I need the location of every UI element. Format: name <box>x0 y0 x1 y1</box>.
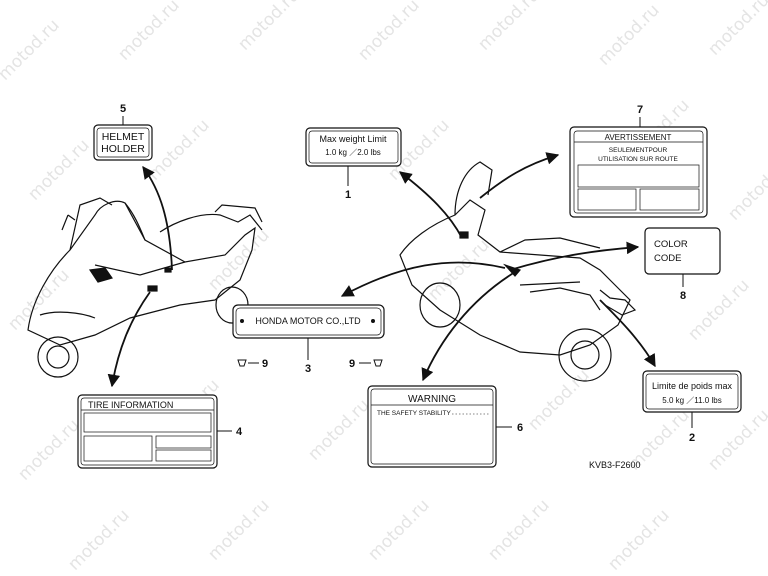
max-weight-limit-label[interactable]: Max weight Limit 1.0 kg ／2.0 lbs <box>305 127 402 167</box>
screw-left <box>237 359 247 367</box>
arrow-honda-plate <box>340 261 506 297</box>
arrow-color-code <box>509 241 640 271</box>
limite-title: Limite de poids max <box>652 381 733 391</box>
helmet-holder-label[interactable]: HELMET HOLDER <box>93 124 153 161</box>
honda-plate-text: HONDA MOTOR CO.,LTD <box>255 316 361 326</box>
limite-values: 5.0 kg ／11.0 lbs <box>662 396 721 405</box>
avertissement-title: AVERTISSEMENT <box>605 133 672 142</box>
callout-6: 6 <box>517 422 523 434</box>
callout-9-right: 9 <box>349 358 355 370</box>
max-weight-title: Max weight Limit <box>319 134 387 144</box>
screw-right <box>373 359 383 367</box>
arrow-limite-poids <box>599 299 656 368</box>
avertissement-line2: UTILISATION SUR ROUTE <box>598 156 678 163</box>
limite-de-poids-label[interactable]: Limite de poids max 5.0 kg ／11.0 lbs <box>642 370 742 413</box>
callout-7: 7 <box>637 104 643 116</box>
color-code-line2: CODE <box>654 253 681 264</box>
color-code-label[interactable]: COLOR CODE <box>644 227 721 275</box>
callout-5: 5 <box>120 103 126 115</box>
warning-label[interactable]: WARNING THE SAFETY STABILITY <box>367 385 497 468</box>
arrow-max-weight <box>399 171 463 239</box>
warning-line1: THE SAFETY STABILITY <box>377 410 451 417</box>
callout-leaders <box>122 116 693 432</box>
helmet-holder-line2: HOLDER <box>101 143 145 155</box>
warning-title: WARNING <box>408 394 456 405</box>
tire-information-label[interactable]: TIRE INFORMATION <box>77 394 218 469</box>
callout-4: 4 <box>236 426 243 438</box>
callout-9-left: 9 <box>262 358 268 370</box>
diagram-code: KVB3-F2600 <box>589 460 641 470</box>
callout-1: 1 <box>345 189 351 201</box>
arrow-tire-information <box>107 291 151 388</box>
max-weight-values: 1.0 kg ／2.0 lbs <box>325 148 381 157</box>
honda-motor-plate[interactable]: HONDA MOTOR CO.,LTD <box>232 304 385 339</box>
placement-arrows <box>107 152 656 388</box>
avertissement-line1: SEULEMENTPOUR <box>609 147 668 154</box>
callout-3: 3 <box>305 363 311 375</box>
tire-information-title: TIRE INFORMATION <box>88 400 173 410</box>
callout-numbers: 5 1 7 8 3 9 9 4 6 2 <box>120 103 695 444</box>
arrow-helmet-holder <box>142 165 173 271</box>
arrow-avertissement <box>479 152 560 199</box>
callout-8: 8 <box>680 290 686 302</box>
color-code-line1: COLOR <box>654 239 688 250</box>
scooter-left-illustration <box>27 197 263 378</box>
helmet-holder-line1: HELMET <box>102 131 145 143</box>
arrow-warning <box>421 271 516 382</box>
avertissement-label[interactable]: AVERTISSEMENT SEULEMENTPOUR UTILISATION … <box>569 126 708 218</box>
callout-2: 2 <box>689 432 695 444</box>
